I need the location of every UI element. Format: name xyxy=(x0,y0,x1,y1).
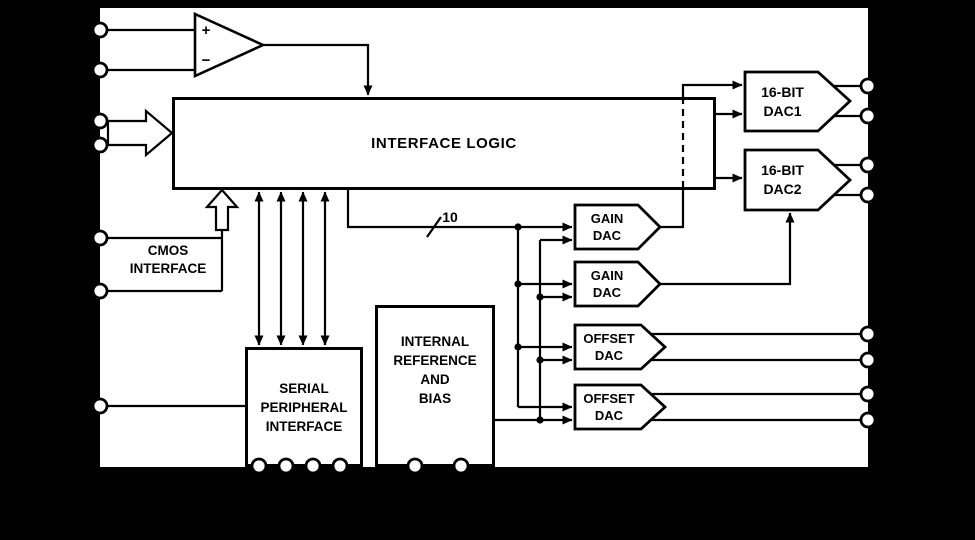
opamp-minus-sign: − xyxy=(201,51,211,69)
label-line: 16-BIT xyxy=(761,83,804,100)
pin xyxy=(331,457,349,475)
interface-logic-label: INTERFACE LOGIC xyxy=(371,135,517,152)
label-line: DAC xyxy=(594,348,624,363)
internal-reference-block: INTERNAL REFERENCE AND BIAS xyxy=(375,305,495,467)
junction-dot xyxy=(536,416,544,424)
pin xyxy=(859,186,877,204)
gain-dac-2-label: GAIN DAC xyxy=(575,262,639,306)
pin xyxy=(91,282,109,300)
label-line: GAIN xyxy=(590,268,624,283)
pin xyxy=(91,61,109,79)
bus-width-label: 10 xyxy=(442,209,458,225)
pin xyxy=(91,397,109,415)
label-line: INTERNAL xyxy=(400,334,470,349)
pin xyxy=(91,229,109,247)
pin xyxy=(859,107,877,125)
label-line: CMOS xyxy=(147,243,189,258)
dac1-shape xyxy=(743,70,853,133)
pin xyxy=(304,457,322,475)
wires xyxy=(100,28,868,425)
pin xyxy=(91,136,109,154)
dac2-shape xyxy=(743,148,853,212)
pin xyxy=(452,457,470,475)
label-line: DAC xyxy=(592,228,622,243)
label-line: 16-BIT xyxy=(761,162,804,178)
label-line: INTERFACE xyxy=(129,261,207,276)
offset-dac-2-label: OFFSET DAC xyxy=(575,385,643,429)
dac2-label: 16-BIT DAC2 xyxy=(745,150,820,210)
label-line: BIAS xyxy=(418,391,452,406)
offset-dac-1-shape xyxy=(573,323,668,371)
label-line: DAC1 xyxy=(763,102,802,119)
pin xyxy=(859,351,877,369)
pin xyxy=(250,457,268,475)
offset-dac-2-shape xyxy=(573,383,668,431)
gain-dac-1-shape xyxy=(573,203,662,251)
pin xyxy=(859,411,877,429)
junction-dot xyxy=(514,223,522,231)
label-line: PERIPHERAL xyxy=(260,399,348,415)
cmos-interface-label: CMOS INTERFACE xyxy=(120,241,216,279)
junction-dot xyxy=(514,280,522,288)
pin xyxy=(277,457,295,475)
bus-slash xyxy=(426,216,442,238)
opamp-plus-sign: + xyxy=(201,21,211,39)
label-line: DAC xyxy=(594,408,624,423)
fat-arrow-up-icon xyxy=(204,188,240,232)
junction-dot xyxy=(514,343,522,351)
pin xyxy=(406,457,424,475)
dac1-label: 16-BIT DAC1 xyxy=(745,72,820,131)
pin xyxy=(91,112,109,130)
pin xyxy=(91,21,109,39)
junction-dot xyxy=(536,293,544,301)
label-line: GAIN xyxy=(590,211,624,226)
junction-dots xyxy=(514,223,544,424)
label-line: OFFSET xyxy=(583,331,635,346)
label-line: DAC xyxy=(592,285,622,300)
label-line: INTERFACE xyxy=(265,418,343,434)
label-line: REFERENCE xyxy=(393,353,477,368)
label-line: AND xyxy=(420,372,450,387)
wire-data-bus xyxy=(346,190,573,232)
wire-opamp-out xyxy=(263,43,373,96)
pin xyxy=(859,156,877,174)
wire-gain2-dac2 xyxy=(640,212,795,286)
junction-dot xyxy=(536,356,544,364)
pin xyxy=(859,77,877,95)
gain-dac-2-shape xyxy=(573,260,662,308)
offset-dac-1-label: OFFSET DAC xyxy=(575,325,643,369)
label-line: DAC2 xyxy=(763,181,802,197)
label-line: OFFSET xyxy=(583,391,635,406)
fat-arrow-right-icon xyxy=(106,108,174,158)
pin xyxy=(859,325,877,343)
pin xyxy=(859,385,877,403)
opamp-icon xyxy=(193,11,267,79)
gain-dac-1-label: GAIN DAC xyxy=(575,205,639,249)
interface-logic-block: INTERFACE LOGIC xyxy=(172,97,716,190)
serial-peripheral-interface-block: SERIAL PERIPHERAL INTERFACE xyxy=(245,347,363,467)
package-pins xyxy=(91,21,877,475)
label-line: SERIAL xyxy=(279,380,329,396)
